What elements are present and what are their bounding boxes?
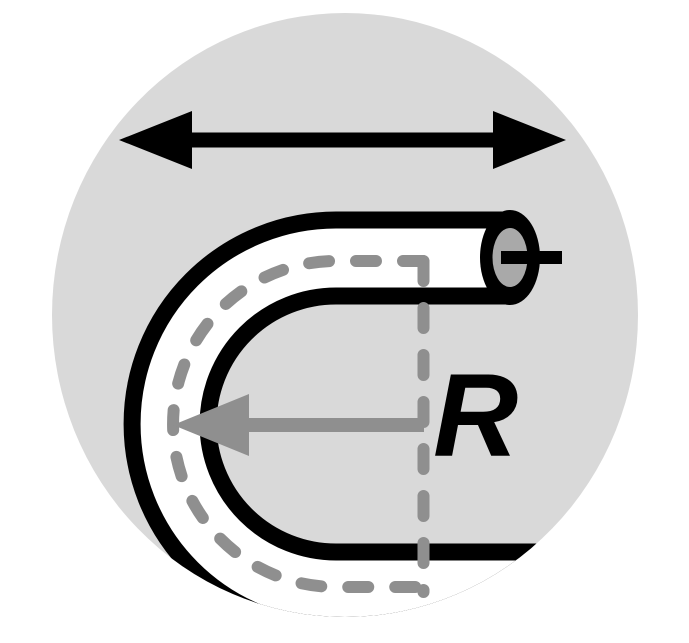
diameter-double-arrow-icon: [119, 111, 566, 169]
centerline-dashed-icon: [167, 255, 429, 593]
radius-arrow-icon: [173, 394, 424, 456]
background-circle: [52, 13, 638, 617]
radius-label: R: [433, 350, 518, 482]
